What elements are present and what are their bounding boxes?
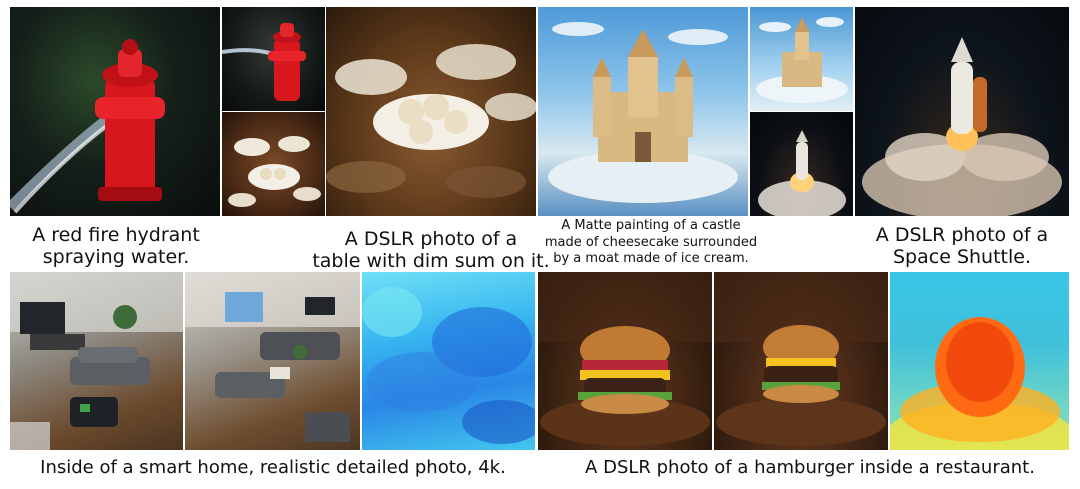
caption-line: by a moat made of ice cream. xyxy=(553,251,749,267)
caption-line: A DSLR photo of a xyxy=(344,228,518,250)
caption-castle: A Matte painting of a castle made of che… xyxy=(538,218,764,268)
caption-fire-hydrant: A red fire hydrant spraying water. xyxy=(10,224,222,269)
caption-line: Space Shuttle. xyxy=(893,246,1031,269)
dim-sum-image-large xyxy=(326,7,536,216)
caption-line: A red fire hydrant xyxy=(32,224,200,246)
hamburger-image-a xyxy=(538,272,712,450)
caption-line: made of cheesecake surrounded xyxy=(544,234,758,250)
castle-image-large xyxy=(538,7,748,216)
caption-smart-home: Inside of a smart home, realistic detail… xyxy=(10,457,536,478)
caption-line: A DSLR photo of a xyxy=(875,224,1049,246)
caption-line: A Matte painting of a castle xyxy=(561,218,741,233)
caption-line: Inside of a smart home, realistic detail… xyxy=(40,457,506,478)
depth-map-image-home xyxy=(362,272,535,450)
smart-home-image-a xyxy=(10,272,183,450)
fire-hydrant-image-large xyxy=(10,7,220,216)
caption-space-shuttle: A DSLR photo of a Space Shuttle. xyxy=(846,224,1078,269)
space-shuttle-image-small xyxy=(750,112,853,216)
hamburger-image-b xyxy=(714,272,888,450)
depth-map-image-burger xyxy=(890,272,1069,450)
caption-line: A DSLR photo of a hamburger inside a res… xyxy=(585,457,1035,478)
space-shuttle-image-large xyxy=(855,7,1069,216)
dim-sum-image-small xyxy=(222,112,325,216)
caption-dim-sum: A DSLR photo of a table with dim sum on … xyxy=(298,228,564,273)
caption-hamburger: A DSLR photo of a hamburger inside a res… xyxy=(560,457,1060,478)
castle-image-small xyxy=(750,7,853,111)
fire-hydrant-image-small xyxy=(222,7,325,111)
smart-home-image-b xyxy=(185,272,360,450)
caption-line: spraying water. xyxy=(42,246,190,269)
caption-line: table with dim sum on it. xyxy=(312,250,550,273)
